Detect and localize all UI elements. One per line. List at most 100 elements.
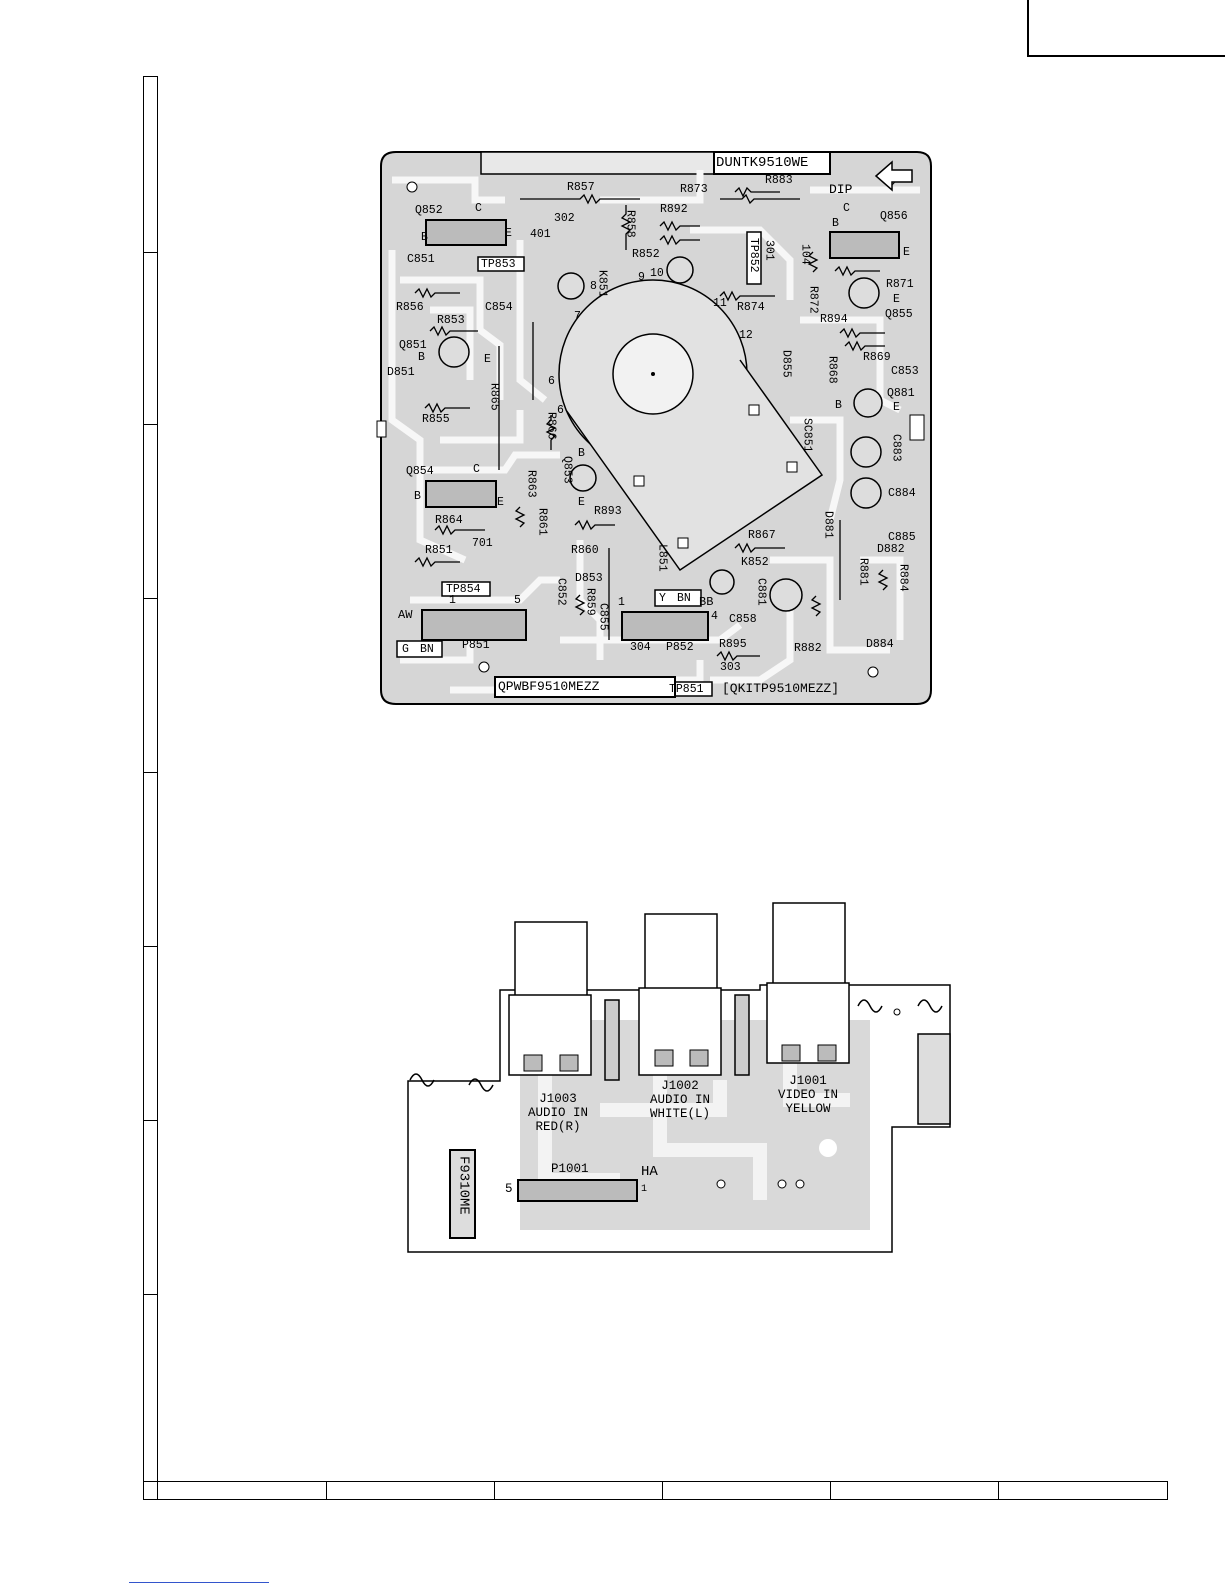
ruler-tick <box>143 772 158 773</box>
label-R872: R872 <box>806 286 820 314</box>
label-104: 104 <box>798 244 812 265</box>
p851-wire-code: BN <box>420 643 434 656</box>
K851-round <box>557 272 585 300</box>
left-margin-ruler <box>143 76 158 1500</box>
label-R853: R853 <box>437 314 465 327</box>
label-C854: C854 <box>485 301 513 314</box>
ruler-tick <box>143 1294 158 1295</box>
p852-color-code: Y <box>659 592 666 605</box>
label-R861: R861 <box>535 508 549 536</box>
ruler-tick <box>143 1481 158 1482</box>
label-C852: C852 <box>554 578 568 606</box>
label-R867: R867 <box>748 529 776 542</box>
label-R858: R858 <box>623 210 637 238</box>
label-R864: R864 <box>435 514 463 527</box>
p852-name: P852 <box>666 641 694 654</box>
ruler-tick <box>830 1481 831 1500</box>
label-C884: C884 <box>888 487 916 500</box>
C883-electrolytic <box>850 436 882 468</box>
tp852-tag: TP852 <box>747 238 760 273</box>
Q853-round <box>569 464 597 492</box>
label-Q855: Q855 <box>885 308 913 321</box>
label-Q853: Q853 <box>560 456 574 484</box>
dip-arrow-icon <box>874 160 913 192</box>
label-R857: R857 <box>567 181 595 194</box>
label-R881: R881 <box>856 558 870 586</box>
label-R863: R863 <box>524 470 538 498</box>
Q855-round <box>848 277 880 309</box>
resistor-symbols <box>414 186 889 662</box>
label-R852: R852 <box>632 248 660 261</box>
label-C855: C855 <box>596 603 610 631</box>
label-R859: R859 <box>583 588 597 616</box>
label-C858: C858 <box>729 613 757 626</box>
p852-prefix: BB <box>699 595 714 609</box>
board1-notch <box>909 414 925 441</box>
label-C881: C881 <box>754 578 768 606</box>
label-SC851: SC851 <box>800 418 814 453</box>
pwb-code: QPWBF9510MEZZ <box>498 679 600 694</box>
ruler-tick <box>143 598 158 599</box>
label-R893: R893 <box>594 505 622 518</box>
ruler-tick <box>143 1120 158 1121</box>
label-C853: C853 <box>891 365 919 378</box>
label-R873: R873 <box>680 183 708 196</box>
K852-round <box>709 569 735 595</box>
label-K851: K851 <box>595 270 609 298</box>
board1-part-number: DUNTK9510WE <box>716 155 809 171</box>
kit-code: [QKITP9510MEZZ] <box>722 681 840 696</box>
label-R866: R866 <box>544 412 558 440</box>
label-K852: K852 <box>741 556 769 569</box>
Q881-round <box>853 388 883 418</box>
label-R895: R895 <box>719 638 747 651</box>
P851-connector <box>421 609 527 641</box>
p851-prefix: AW <box>398 608 413 622</box>
label-D884: D884 <box>866 638 894 651</box>
tp854-tag: TP854 <box>446 583 481 596</box>
label-R851: R851 <box>425 544 453 557</box>
ruler-tick <box>143 946 158 947</box>
label-R855: R855 <box>422 413 450 426</box>
p851-pin-last: 5 <box>514 594 521 607</box>
ruler-tick <box>998 1481 999 1500</box>
label-R894: R894 <box>820 313 848 326</box>
label-D855: D855 <box>779 350 793 378</box>
label-304: 304 <box>630 641 651 654</box>
label-D853: D853 <box>575 572 603 585</box>
label-R883: R883 <box>765 174 793 187</box>
title-block-corner <box>1027 0 1225 57</box>
C884-electrolytic <box>850 477 882 509</box>
Q851-round <box>438 336 470 368</box>
label-L851: L851 <box>655 544 669 572</box>
label-D851: D851 <box>387 366 415 379</box>
label-D881: D881 <box>821 511 835 539</box>
label-D882: D882 <box>877 543 905 556</box>
bottom-margin-ruler <box>158 1481 1168 1500</box>
board1-notch <box>376 420 387 438</box>
label-R892: R892 <box>660 203 688 216</box>
p851-name: P851 <box>462 639 490 652</box>
label-R874: R874 <box>737 301 765 314</box>
ruler-tick <box>662 1481 663 1500</box>
label-R871: R871 <box>886 278 914 291</box>
p852-pin-first: 1 <box>618 596 625 609</box>
footer-link-rule <box>129 1582 269 1583</box>
label-R865: R865 <box>487 383 501 411</box>
p851-pin-first: 1 <box>449 594 456 607</box>
tp851-tag: TP851 <box>669 683 704 696</box>
C881-electrolytic <box>769 578 803 612</box>
Q856-package <box>829 231 900 259</box>
ruler-tick <box>494 1481 495 1500</box>
label-R884: R884 <box>896 564 910 592</box>
p852-wire-code: BN <box>677 592 691 605</box>
label-Q856: Q856 <box>880 210 908 223</box>
p852-pin-last: 4 <box>711 610 718 623</box>
board1-labels: DUNTK9510WE DIP QPWBF9510MEZZ [QKITP9510… <box>387 155 919 696</box>
trace-pattern <box>388 170 920 694</box>
p851-color-code: G <box>402 643 409 656</box>
dip-label: DIP <box>829 182 853 197</box>
label-302: 302 <box>554 212 575 225</box>
label-C851: C851 <box>407 253 435 266</box>
label-303: 303 <box>720 661 741 674</box>
